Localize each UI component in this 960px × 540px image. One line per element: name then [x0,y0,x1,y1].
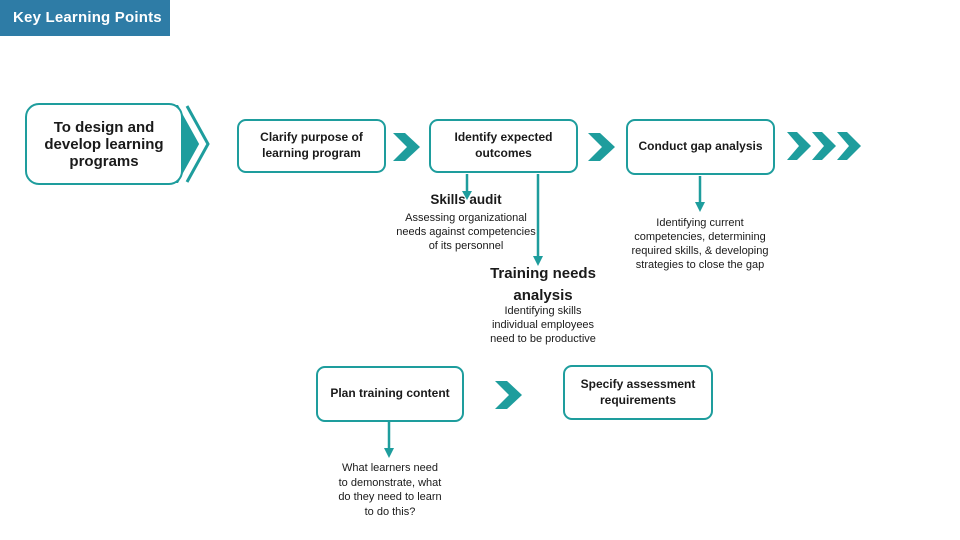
gap-analysis-desc: Identifying current competencies, determ… [631,217,769,272]
connector-skills-audit [462,174,472,200]
connector-gap-analysis [695,176,705,212]
flow-box-conduct-gap-analysis: Conduct gap analysis [626,119,775,175]
chevron-right-icon [588,133,615,161]
flow-box-identify-outcomes: Identify expected outcomes [429,119,578,173]
slide-header: Key Learning Points [0,0,170,36]
skills-audit-title: Skills audit [430,192,502,207]
flow-box-label: Specify assessment requirements [580,376,696,407]
lead-box-label: To design and develop learning programs [44,118,164,170]
chevron-right-icon [495,381,522,409]
training-needs-title: Training needs analysis [490,265,596,304]
flow-box-label: Conduct gap analysis [638,139,763,154]
flow-box-label: Clarify purpose of learning program [260,130,363,160]
flow-box-label: Plan training content [330,386,450,401]
slide-header-label: Key Learning Points [13,9,162,26]
triple-chevron-right-icon [787,132,861,160]
flow-box-clarify-purpose: Clarify purpose of learning program [237,119,386,173]
chevron-right-icon [393,133,420,161]
connector-plan-content [384,422,394,458]
flow-box-specify-assessment: Specify assessment requirements [563,365,713,420]
skills-audit-desc: Assessing organizational needs against c… [396,212,536,253]
training-needs-desc: Identifying skills individual employees … [490,305,596,346]
flow-box-plan-training-content: Plan training content [316,366,464,422]
plan-content-desc: What learners need to demonstrate, what … [338,462,442,518]
lead-box: To design and develop learning programs [25,103,183,185]
flow-box-label: Identify expected outcomes [454,130,553,160]
connector-training-needs [533,174,543,266]
